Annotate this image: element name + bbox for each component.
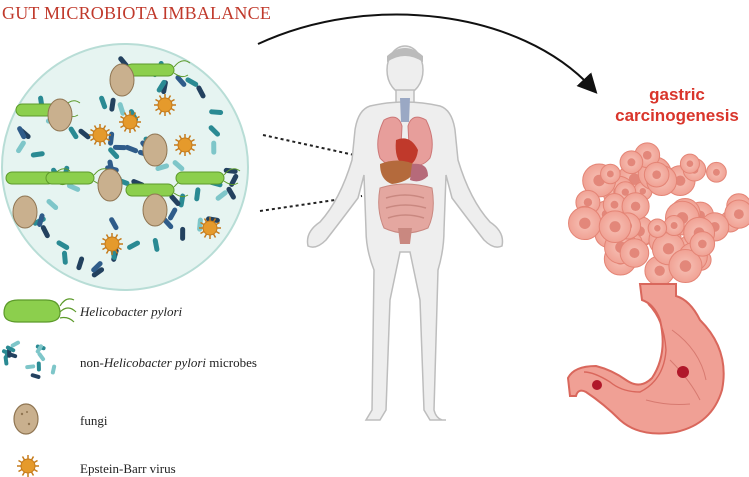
legend-label-ebv: Epstein-Barr virus — [80, 461, 176, 477]
legend-icon-fungi — [14, 404, 38, 434]
legend-label-fungi: fungi — [80, 413, 107, 429]
lesion-2 — [677, 366, 689, 378]
human-body-illustration — [308, 46, 503, 420]
legend-icon-ebv — [17, 455, 39, 477]
legend-label-non-h-pylori: non-Helicobacter pylori microbes — [80, 355, 257, 371]
progression-arrow — [258, 14, 592, 88]
stomach-illustration — [568, 284, 724, 434]
legend-icon-h-pylori — [4, 299, 76, 322]
microbiota-circle — [2, 44, 248, 290]
tumor-cell-cluster — [569, 143, 749, 286]
legend-label-h-pylori: Helicobacter pylori — [80, 304, 182, 320]
lesion-1 — [592, 380, 602, 390]
legend-icon-non-h-pylori — [1, 340, 56, 379]
